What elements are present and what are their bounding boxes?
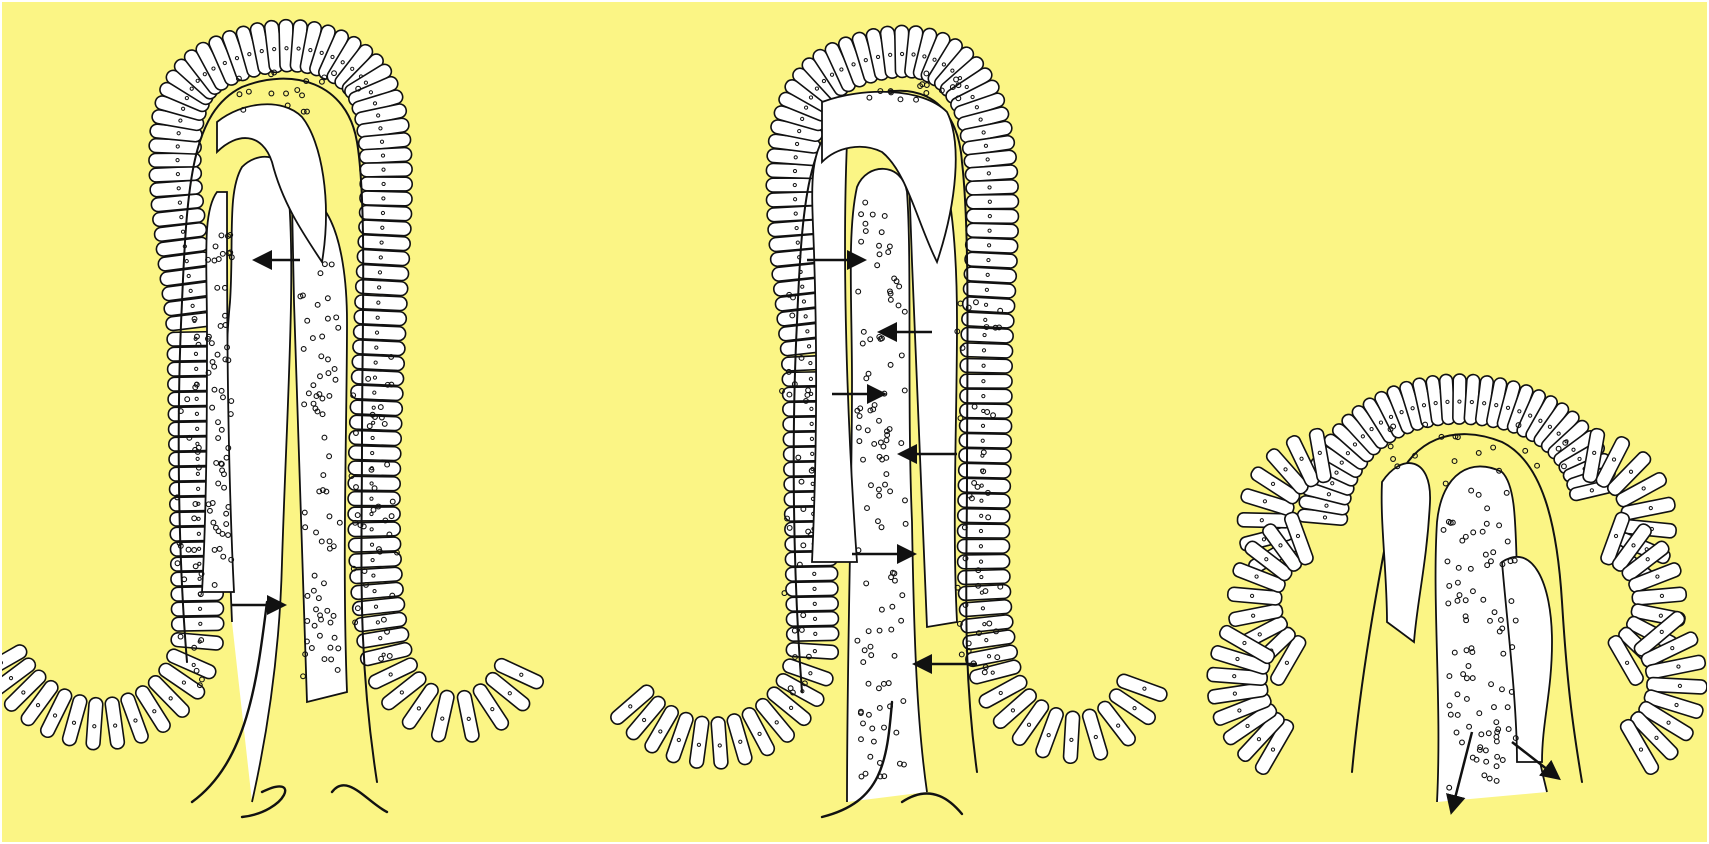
epithelial-cell	[357, 249, 410, 266]
epithelial-cell	[786, 582, 838, 597]
epithelial-cell	[966, 209, 1018, 223]
epithelial-cell	[351, 385, 404, 401]
epithelial-cell	[171, 602, 223, 617]
epithelial-cell	[786, 567, 838, 582]
epithelial-cell	[359, 205, 411, 221]
epithelial-cell	[351, 370, 404, 386]
epithelial-cell	[767, 205, 820, 222]
epithelial-cell	[350, 400, 403, 416]
epithelial-cell	[352, 355, 405, 371]
epithelial-cell	[958, 509, 1010, 524]
epithelial-cell	[962, 312, 1015, 328]
epithelial-cell	[958, 539, 1010, 553]
epithelial-cell	[766, 192, 818, 207]
epithelial-cell	[353, 325, 406, 341]
epithelial-cell	[354, 310, 407, 326]
epithelial-cell	[958, 493, 1010, 508]
epithelial-cell	[172, 617, 224, 632]
epithelial-cell	[348, 476, 400, 490]
epithelial-cell	[349, 446, 401, 461]
epithelial-cell	[711, 716, 729, 769]
epithelial-cell	[965, 237, 1018, 253]
epithelial-cell	[958, 524, 1010, 538]
epithelial-cell	[965, 252, 1018, 268]
epithelial-cell	[348, 461, 400, 476]
epithelial-cell	[359, 147, 412, 163]
epithelial-cell	[786, 597, 838, 612]
epithelial-cell	[966, 180, 1018, 196]
epithelial-cell	[786, 642, 839, 659]
epithelial-cell	[966, 195, 1018, 209]
epithelial-cell	[86, 697, 103, 750]
epithelial-cell	[358, 234, 411, 251]
epithelial-cell	[349, 552, 402, 568]
epithelial-cell	[360, 162, 412, 177]
epithelial-cell	[963, 282, 1016, 299]
epithelial-cell	[348, 522, 400, 537]
epithelial-cell	[786, 612, 838, 627]
epithelial-cell	[350, 415, 402, 431]
epithelial-cell	[359, 220, 412, 236]
epithelial-cell	[964, 267, 1017, 284]
epithelial-cell	[360, 177, 412, 191]
epithelial-cell	[966, 223, 1018, 238]
epithelial-cell	[962, 297, 1015, 314]
epithelial-cell	[350, 567, 403, 584]
epithelial-cell	[348, 537, 400, 552]
epithelial-cell	[353, 340, 406, 356]
epithelial-cell	[360, 191, 412, 206]
epithelial-cell	[349, 430, 401, 445]
epithelial-cell	[1063, 711, 1080, 764]
